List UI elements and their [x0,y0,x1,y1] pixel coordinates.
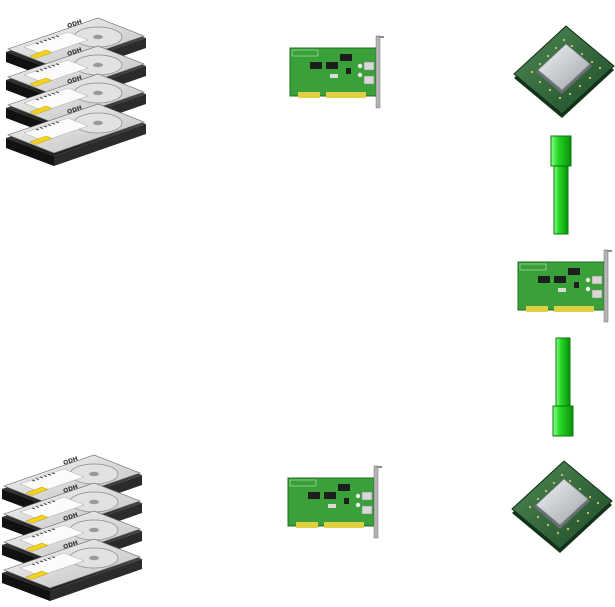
network-card-top-icon [289,35,385,109]
network-card-bottom-icon [287,465,383,539]
cpu-top-icon [513,25,615,119]
network-card-right-icon [517,249,613,323]
cpu-bottom-icon [511,460,613,554]
cable-cpu-to-card-right [550,135,572,235]
cable-card-to-cpu-right [552,337,574,437]
hard-disk-stack-bottom-icon [1,454,143,602]
hard-disk-stack-top-icon [5,17,147,167]
